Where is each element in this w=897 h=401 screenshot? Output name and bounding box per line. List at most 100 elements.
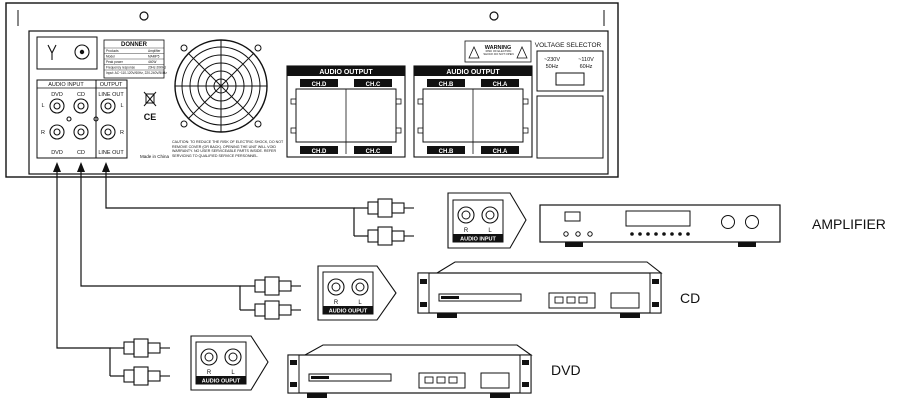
terminal-post [522, 98, 529, 105]
spec-row-value: 20Hz-20KHz [148, 66, 166, 70]
dvd-rack-ear-left [287, 354, 300, 394]
dvd-panel-label: AUDIO OUPUT [202, 379, 241, 385]
ch-b-bottom-label: CH.B [439, 149, 454, 155]
dvd-r-jack[interactable] [49, 124, 65, 140]
amp-panel-label-bg [453, 234, 503, 242]
terminal-post [417, 127, 424, 134]
dvd-r-jack[interactable] [200, 348, 218, 366]
rack-hole-icon [290, 382, 297, 387]
ch-c-top-label: CH.C [366, 82, 381, 88]
warning-text: RISK OF ELECTRIC SHOCK DO NOT OPEN [483, 50, 514, 57]
amp-button-icon[interactable] [563, 231, 569, 237]
warning-label: WARNING RISK OF ELECTRIC SHOCK DO NOT OP… [464, 40, 532, 63]
dvd-l-jack-core [228, 352, 238, 362]
cd-tray-slot [441, 296, 459, 299]
voltage-230-label: ~230V [544, 57, 560, 63]
ch-d-bottom-label: CH.D [312, 149, 327, 155]
amp-display [625, 210, 691, 227]
audio-input-label: AUDIO INPUT [48, 82, 84, 88]
amplifier-label: AMPLIFIER [812, 216, 886, 232]
cd-foot [437, 313, 457, 318]
dvd-l-jack[interactable] [49, 98, 65, 114]
cd-button[interactable] [578, 296, 588, 304]
cd-r-jack[interactable] [327, 278, 345, 296]
dvd-foot [490, 393, 510, 398]
freq-60-label: 60Hz [580, 64, 593, 70]
cd-r-jack[interactable] [73, 124, 89, 140]
ch-c-bottom-bg [354, 146, 392, 154]
rack-hole-icon [420, 302, 427, 307]
cd-disc-tray[interactable] [438, 293, 522, 302]
cd-l-jack[interactable] [351, 278, 369, 296]
ch-a-bottom-label: CH.A [493, 149, 508, 155]
cable-cd-input [80, 170, 241, 310]
amp-r-label: R [464, 228, 469, 234]
dvd-button[interactable] [436, 376, 446, 384]
rack-hole-icon [522, 360, 529, 365]
dvd-button[interactable] [448, 376, 458, 384]
dvd-r-label: R [207, 370, 212, 376]
amp-led-icon [678, 232, 682, 236]
dvd-l-jack-core [53, 102, 61, 110]
dvd-disc-tray[interactable] [308, 373, 392, 382]
line-out-r-jack[interactable] [100, 124, 116, 140]
brand-logo-text: DONNER [121, 42, 148, 48]
right-channel-label: R [41, 130, 45, 136]
cable-line-out-amplifier [105, 170, 355, 236]
amp-knob-icon[interactable] [721, 215, 735, 229]
rca-plug-icon [254, 276, 301, 296]
freq-50-label: 50Hz [546, 64, 559, 70]
voltage-switch[interactable] [555, 72, 585, 86]
amp-r-jack[interactable] [457, 206, 475, 224]
ch-d-top-label: CH.D [312, 82, 327, 88]
amp-led-icon [670, 232, 674, 236]
ch-b-top-label: CH.B [439, 82, 454, 88]
ch-a-top-bg [481, 79, 519, 87]
rear-panel [5, 2, 619, 178]
jack-block: AUDIO INPUT OUTPUT DVD CD LINE OUT L R L… [36, 79, 128, 159]
cd-button[interactable] [566, 296, 576, 304]
rca-plug-icon [123, 366, 170, 386]
dvd-display [480, 372, 510, 389]
cd-label: CD [680, 290, 700, 306]
screw-icon [489, 11, 499, 21]
ch-b-bottom-bg [427, 146, 465, 154]
caution-text: CAUTION: TO REDUCE THE RISK OF ELECTRIC … [172, 140, 284, 158]
arrow-up-icon [77, 162, 85, 172]
cd-l-jack[interactable] [73, 98, 89, 114]
terminal-post [395, 127, 402, 134]
dvd-l-jack[interactable] [224, 348, 242, 366]
cd-rack-ear-left [417, 272, 430, 314]
cd-button-panel [548, 292, 596, 309]
dvd-r-jack-core [53, 128, 61, 136]
cd-panel-label-bg [323, 306, 373, 314]
warning-frame [464, 40, 532, 63]
right-channel-label-out: R [120, 130, 124, 136]
rear-panel-outer [5, 2, 619, 178]
amp-button-icon[interactable] [587, 231, 593, 237]
cd-button[interactable] [554, 296, 564, 304]
spec-row-value: 440W [148, 60, 156, 64]
terminal-post [290, 127, 297, 134]
rca-plug-icon [254, 300, 301, 320]
amp-button-icon[interactable] [575, 231, 581, 237]
line-out-top-label: LINE OUT [98, 92, 124, 98]
voltage-selector-label: VOLTAGE SELECTOR [535, 42, 602, 49]
amp-l-jack[interactable] [481, 206, 499, 224]
screw-icon [139, 11, 149, 21]
audio-output-label-right: AUDIO OUTPUT [446, 69, 500, 76]
voltage-110-label: ~110V [578, 57, 594, 63]
amp-led-icon [662, 232, 666, 236]
amp-panel-label: AUDIO INPUT [460, 237, 496, 243]
spec-row-value: MAMP5 [148, 55, 160, 59]
amp-r-jack-core [461, 210, 471, 220]
line-out-l-jack[interactable] [100, 98, 116, 114]
dvd-button[interactable] [424, 376, 434, 384]
arrow-up-icon [102, 162, 110, 172]
cd-panel-label: AUDIO OUPUT [329, 309, 368, 315]
rear-panel-inner [28, 30, 609, 175]
audio-output-header-bg [287, 66, 405, 76]
amp-knob-icon[interactable] [745, 215, 759, 229]
cd-r-label: R [334, 300, 339, 306]
power-inlet-panel [536, 95, 604, 159]
